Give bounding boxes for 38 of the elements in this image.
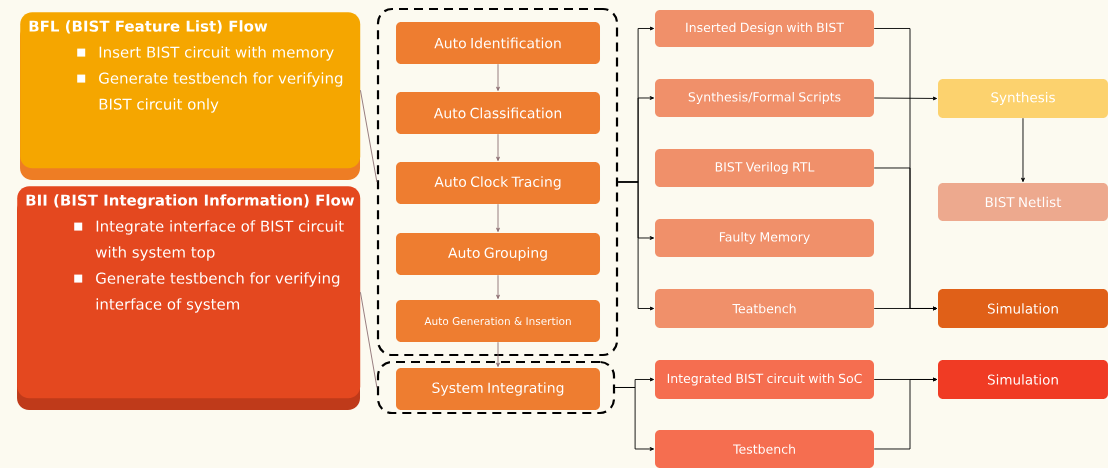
arrow bbox=[617, 181, 655, 311]
bullet-item: Insert BIST circuit with memory bbox=[77, 46, 334, 61]
bullet-item: Generate testbench for verifying interface of system bbox=[74, 272, 340, 313]
process-box: Synthesis bbox=[938, 79, 1108, 118]
process-box: Auto Grouping bbox=[396, 233, 600, 275]
flow-card bbox=[17, 186, 361, 410]
arrow bbox=[496, 63, 500, 92]
process-box: Integrated BIST circuit with SoC bbox=[655, 360, 874, 399]
process-box: Auto Generation & Insertion bbox=[396, 300, 600, 342]
process-box: Testbench bbox=[655, 430, 874, 468]
process-box: Simulation bbox=[938, 360, 1108, 399]
dashed-group bbox=[376, 7, 619, 357]
process-box: System Integrating bbox=[396, 368, 600, 410]
process-box: Auto Identification bbox=[396, 22, 600, 64]
arrow bbox=[496, 341, 500, 368]
process-box: Faulty Memory bbox=[655, 219, 874, 257]
process-box: Simulation bbox=[938, 289, 1108, 328]
arrow bbox=[1021, 117, 1025, 183]
process-box: Auto Classification bbox=[396, 92, 600, 134]
process-box: BIST Verilog RTL bbox=[655, 149, 874, 187]
bullet-item: Integrate interface of BIST circuit with system top bbox=[74, 220, 344, 261]
arrow bbox=[873, 306, 938, 311]
process-box: Inserted Design with BIST bbox=[655, 10, 874, 47]
arrow bbox=[873, 377, 938, 450]
bullet-item: Generate testbench for verifying BIST circuit only bbox=[77, 72, 343, 113]
process-box: BIST Netlist bbox=[938, 183, 1108, 221]
arrow bbox=[873, 96, 938, 101]
process-box: Synthesis/Formal Scripts bbox=[655, 79, 874, 117]
card-heading: BII (BIST Integration Information) Flow bbox=[26, 194, 355, 209]
arrow bbox=[614, 387, 655, 451]
process-box: Teatbench bbox=[655, 289, 874, 328]
arrow bbox=[496, 274, 500, 300]
card-heading: BFL (BIST Feature List) Flow bbox=[29, 20, 268, 34]
arrow bbox=[496, 133, 500, 162]
process-box: Auto Clock Tracing bbox=[396, 162, 600, 204]
flow-card bbox=[20, 12, 361, 180]
arrow bbox=[496, 203, 500, 233]
dashed-group bbox=[376, 360, 616, 415]
